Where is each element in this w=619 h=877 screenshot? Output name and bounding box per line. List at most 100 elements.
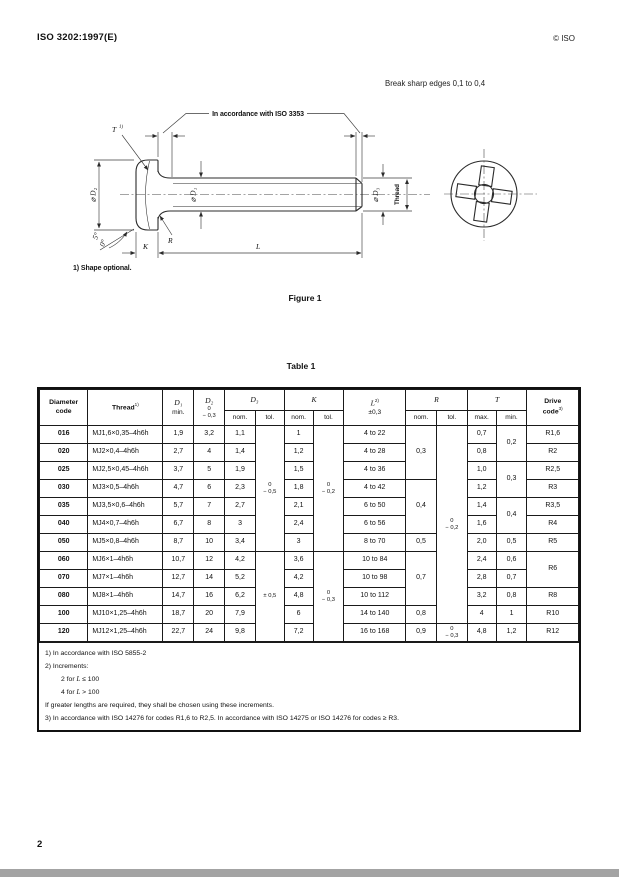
thread-cell: MJ2,5×0,45–4h6h [87,461,164,480]
d1-label: ⌀ D₁ [189,187,198,202]
iso3353-leader-right [307,113,361,134]
l-range-cell: 10 to 112 [343,587,407,606]
col-header-t: T [466,389,528,411]
d3-nom-cell: 2,3 [224,479,256,498]
d1-cell: 5,7 [162,497,195,516]
t-max-cell: 1,0 [466,461,497,480]
r-symbol: R [434,394,439,404]
table-row: 060 MJ6×1–4h6h 10,7 12 4,2 ± 0,5 3,6 0 −… [38,551,579,642]
table-footnotes: 1) In accordance with ISO 5855-2 2) Incr… [39,642,579,730]
footnote-2a-symbol: L [76,676,81,683]
table-row: 080 MJ8×1–4h6h 14,7 16 6,2 4,8 10 to 112… [38,587,579,606]
iso3353-note: In accordance with ISO 3353 [212,111,304,118]
d1-cell: 2,7 [162,443,195,462]
l-range-cell: 4 to 36 [343,461,407,480]
subheader-r-tol: tol. [435,410,468,426]
thread-cell: MJ7×1–4h6h [87,569,164,588]
t-max-cell: 1,4 [466,497,497,516]
document-title: ISO 3202:1997(E) [37,32,118,43]
t-min-cell: 1,2 [495,623,528,642]
recess-wing-left [455,183,478,200]
d3-nom-cell: 1,4 [224,443,256,462]
screw-side-view [120,159,430,231]
diameter-code-cell: 070 [38,569,89,588]
footnote-2b-symbol: L [76,689,81,696]
drive-code-cell: R2,5 [526,461,579,480]
l-range-cell: 4 to 28 [343,443,407,462]
thread-cell: MJ10×1,25–4h6h [87,605,164,624]
diameter-code-cell: 040 [38,515,89,534]
drive-footnote-ref: 3) [558,406,563,412]
footnote-2a-pre: 2 for [61,676,77,683]
r-nom-cell: 0,9 [405,623,437,642]
drive-code-cell: R5 [526,533,579,552]
recess-wing-right [490,188,513,205]
iso3353-callout: In accordance with ISO 3353 [145,111,375,182]
drive-code-cell: R3 [526,479,579,498]
subheader-d3-tol: tol. [254,410,285,426]
k-nom-cell: 4,2 [283,569,314,588]
figure-1-drawing: In accordance with ISO 3353 T 1) ⌀ D₂ ⌀ … [73,111,537,272]
d2-symbol: D₂ [205,395,214,405]
thread-cell: MJ4×0,7–4h6h [87,515,164,534]
t-min-cell: 0,6 [495,551,528,570]
l-range-cell: 6 to 56 [343,515,407,534]
subheader-r-nom: nom. [405,410,437,426]
page-bottom-edge [0,869,619,877]
l-footnote-ref: 2) [374,398,379,404]
footnote-3: 3) In accordance with ISO 14276 for code… [45,715,399,722]
screw-head-outline [135,159,159,231]
l-range-cell: 16 to 168 [343,623,407,642]
d2-cell: 6 [193,479,226,498]
diameter-code-cell: 060 [38,551,89,570]
r-nom-cell: 0,8 [405,605,437,624]
r-nom-cell: 0,4 [405,479,437,534]
k-nom-cell: 2,4 [283,515,314,534]
t-max-cell: 2,8 [466,569,497,588]
d2-cell: 7 [193,497,226,516]
d2-cell: 24 [193,623,226,642]
thread-header-footnote-ref: 1) [134,402,139,408]
t-max-cell: 2,0 [466,533,497,552]
k-nom-cell: 7,2 [283,623,314,642]
d2-label: ⌀ D₂ [89,187,98,202]
d2-cell: 12 [193,551,226,570]
r-leader [159,215,173,236]
k-nom-cell: 3,6 [283,551,314,570]
drive-code-cell: R6 [526,551,579,588]
l-tolerance: ±0,3 [368,409,382,417]
thread-cell: MJ2×0,4–4h6h [87,443,164,462]
drive-code-cell: R10 [526,605,579,624]
recess-wing-top [478,165,495,188]
d3-nom-cell: 1,9 [224,461,256,480]
k-nom-cell: 4,8 [283,587,314,606]
d3-tol-cell: ± 0,5 [254,551,285,642]
d1-dimension: ⌀ D₁ [189,161,203,229]
d1-cell: 22,7 [162,623,195,642]
r-nom-cell: 0,7 [405,551,437,606]
angle-0-label: 0° [97,238,108,247]
k-nom-cell: 6 [283,605,314,624]
l-range-cell: 8 to 70 [343,533,407,552]
t-min-cell: 0,8 [495,587,528,606]
thread-cell: MJ6×1–4h6h [87,551,164,570]
t-min-cell: 0,5 [495,533,528,552]
angle-ref-line [99,228,135,251]
d1-cell: 3,7 [162,461,195,480]
k-nom-cell: 3 [283,533,314,552]
diameter-code-cell: 030 [38,479,89,498]
l-range-cell: 4 to 22 [343,425,407,444]
d2-cell: 5 [193,461,226,480]
col-header-diameter-code: Diameter code [38,389,89,426]
drive-code-cell: R8 [526,587,579,606]
l-label: L [255,242,260,251]
t-min-cell: 0,7 [495,569,528,588]
d3-nom-cell: 2,7 [224,497,256,516]
drive-header-line1: Drive [544,397,562,405]
r-nom-cell: 0,5 [405,533,437,552]
d1-cell: 10,7 [162,551,195,570]
table-caption: Table 1 [286,361,316,371]
thread-cell: MJ3,5×0,6–4h6h [87,497,164,516]
